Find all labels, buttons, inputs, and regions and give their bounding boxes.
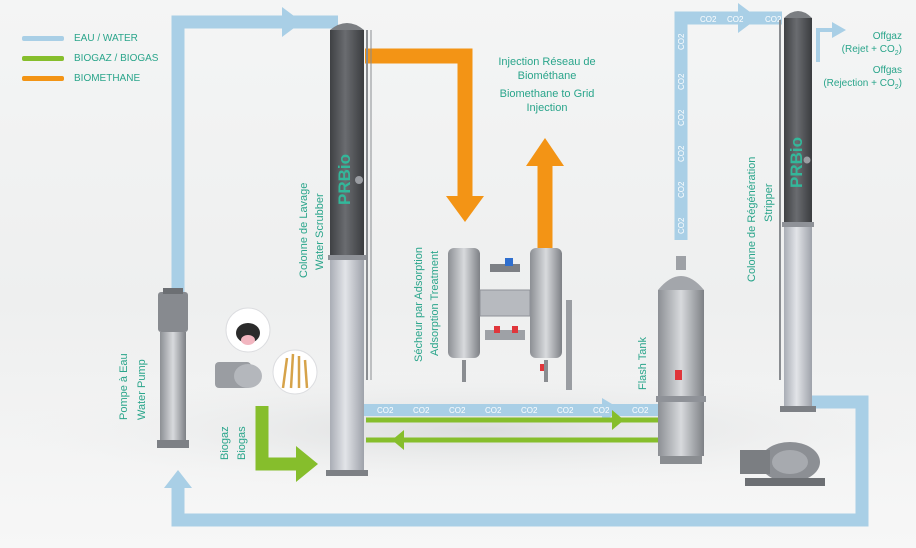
biogas-label-en: Biogas [236,426,248,460]
legend-water-swatch [22,36,64,41]
water-pump [157,288,189,448]
injection-fr-line2: Biométhane [517,70,577,82]
offgas-arrow [832,22,846,38]
legend-biomethane-label: BIOMETHANE [74,73,141,84]
offgas-label: Offgaz (Rejet + CO2) Offgas (Rejection +… [823,30,902,94]
pump-label-fr: Pompe à Eau [118,353,130,420]
flash-tank [656,256,706,464]
legend-biomethane: BIOMETHANE [22,73,140,84]
biomethane-arrow-up [526,138,564,166]
water-arrow-stripper [738,3,758,33]
biogas-arrow-return [392,430,404,450]
svg-text:CO2: CO2 [377,406,394,415]
svg-text:CO2: CO2 [677,109,686,126]
biogas-pipes [255,406,658,471]
legend-biomethane-swatch [22,76,64,81]
stripper-column: PRBio [779,11,816,412]
pump-label-en: Water Pump [136,359,148,420]
biogas-label-fr: Biogaz [219,426,231,460]
biogas-arrow-flash [612,410,624,430]
dryer-label-fr: Sécheur par Adsorption [413,247,425,362]
offgas-fr-detail: (Rejet + CO2) [841,44,902,57]
legend-biogas: BIOGAZ / BIOGAS [22,53,158,64]
svg-text:CO2: CO2 [765,15,782,24]
injection-label: Injection Réseau de Biométhane Biomethan… [482,55,612,115]
co2-tags: CO2 CO2 CO2 CO2 CO2 CO2 CO2 CO2 CO2 CO2 … [377,15,782,415]
blower [740,442,825,486]
adsorption-dryer [448,248,572,390]
svg-text:CO2: CO2 [413,406,430,415]
offgas-en-detail: (Rejection + CO2) [823,78,902,91]
stripper-label-en: Stripper [763,183,775,222]
svg-text:CO2: CO2 [727,15,744,24]
injection-en-line2: Injection [526,102,568,114]
dryer-label-en: Adsorption Treatment [429,250,441,356]
flash-tank-label: Flash Tank [637,337,649,390]
injection-en-line1: Biomethane to Grid [499,88,595,100]
legend-water-label: EAU / WATER [74,33,138,44]
biogas-source [215,307,318,395]
scrubber-label-fr: Colonne de Lavage [298,182,310,278]
svg-text:CO2: CO2 [521,406,538,415]
svg-text:PRBio: PRBio [335,154,354,205]
scrubber-label-en: Water Scrubber [314,193,326,270]
svg-text:CO2: CO2 [677,217,686,234]
svg-text:CO2: CO2 [557,406,574,415]
offgas-fr: Offgaz [872,31,902,42]
svg-text:CO2: CO2 [632,406,649,415]
water-arrow-top [282,7,302,37]
svg-text:CO2: CO2 [593,406,610,415]
svg-text:CO2: CO2 [677,33,686,50]
svg-text:CO2: CO2 [700,15,717,24]
legend-biogas-label: BIOGAZ / BIOGAS [74,53,159,64]
offgas-en: Offgas [872,65,902,76]
svg-text:CO2: CO2 [677,145,686,162]
svg-text:CO2: CO2 [677,181,686,198]
water-scrubber-column: PRBio [326,23,372,476]
legend-water: EAU / WATER [22,33,138,44]
injection-fr-line1: Injection Réseau de [498,56,596,68]
svg-text:CO2: CO2 [677,73,686,90]
svg-text:CO2: CO2 [449,406,466,415]
svg-text:PRBio: PRBio [787,137,806,188]
svg-text:CO2: CO2 [485,406,502,415]
biomethane-arrow-down [446,196,484,222]
biogas-arrow-scrubber [296,446,318,482]
water-arrow-pump [164,470,192,488]
legend-biogas-swatch [22,56,64,61]
stripper-label-fr: Colonne de Régénération [746,156,758,282]
biomethane-pipes [365,48,553,250]
